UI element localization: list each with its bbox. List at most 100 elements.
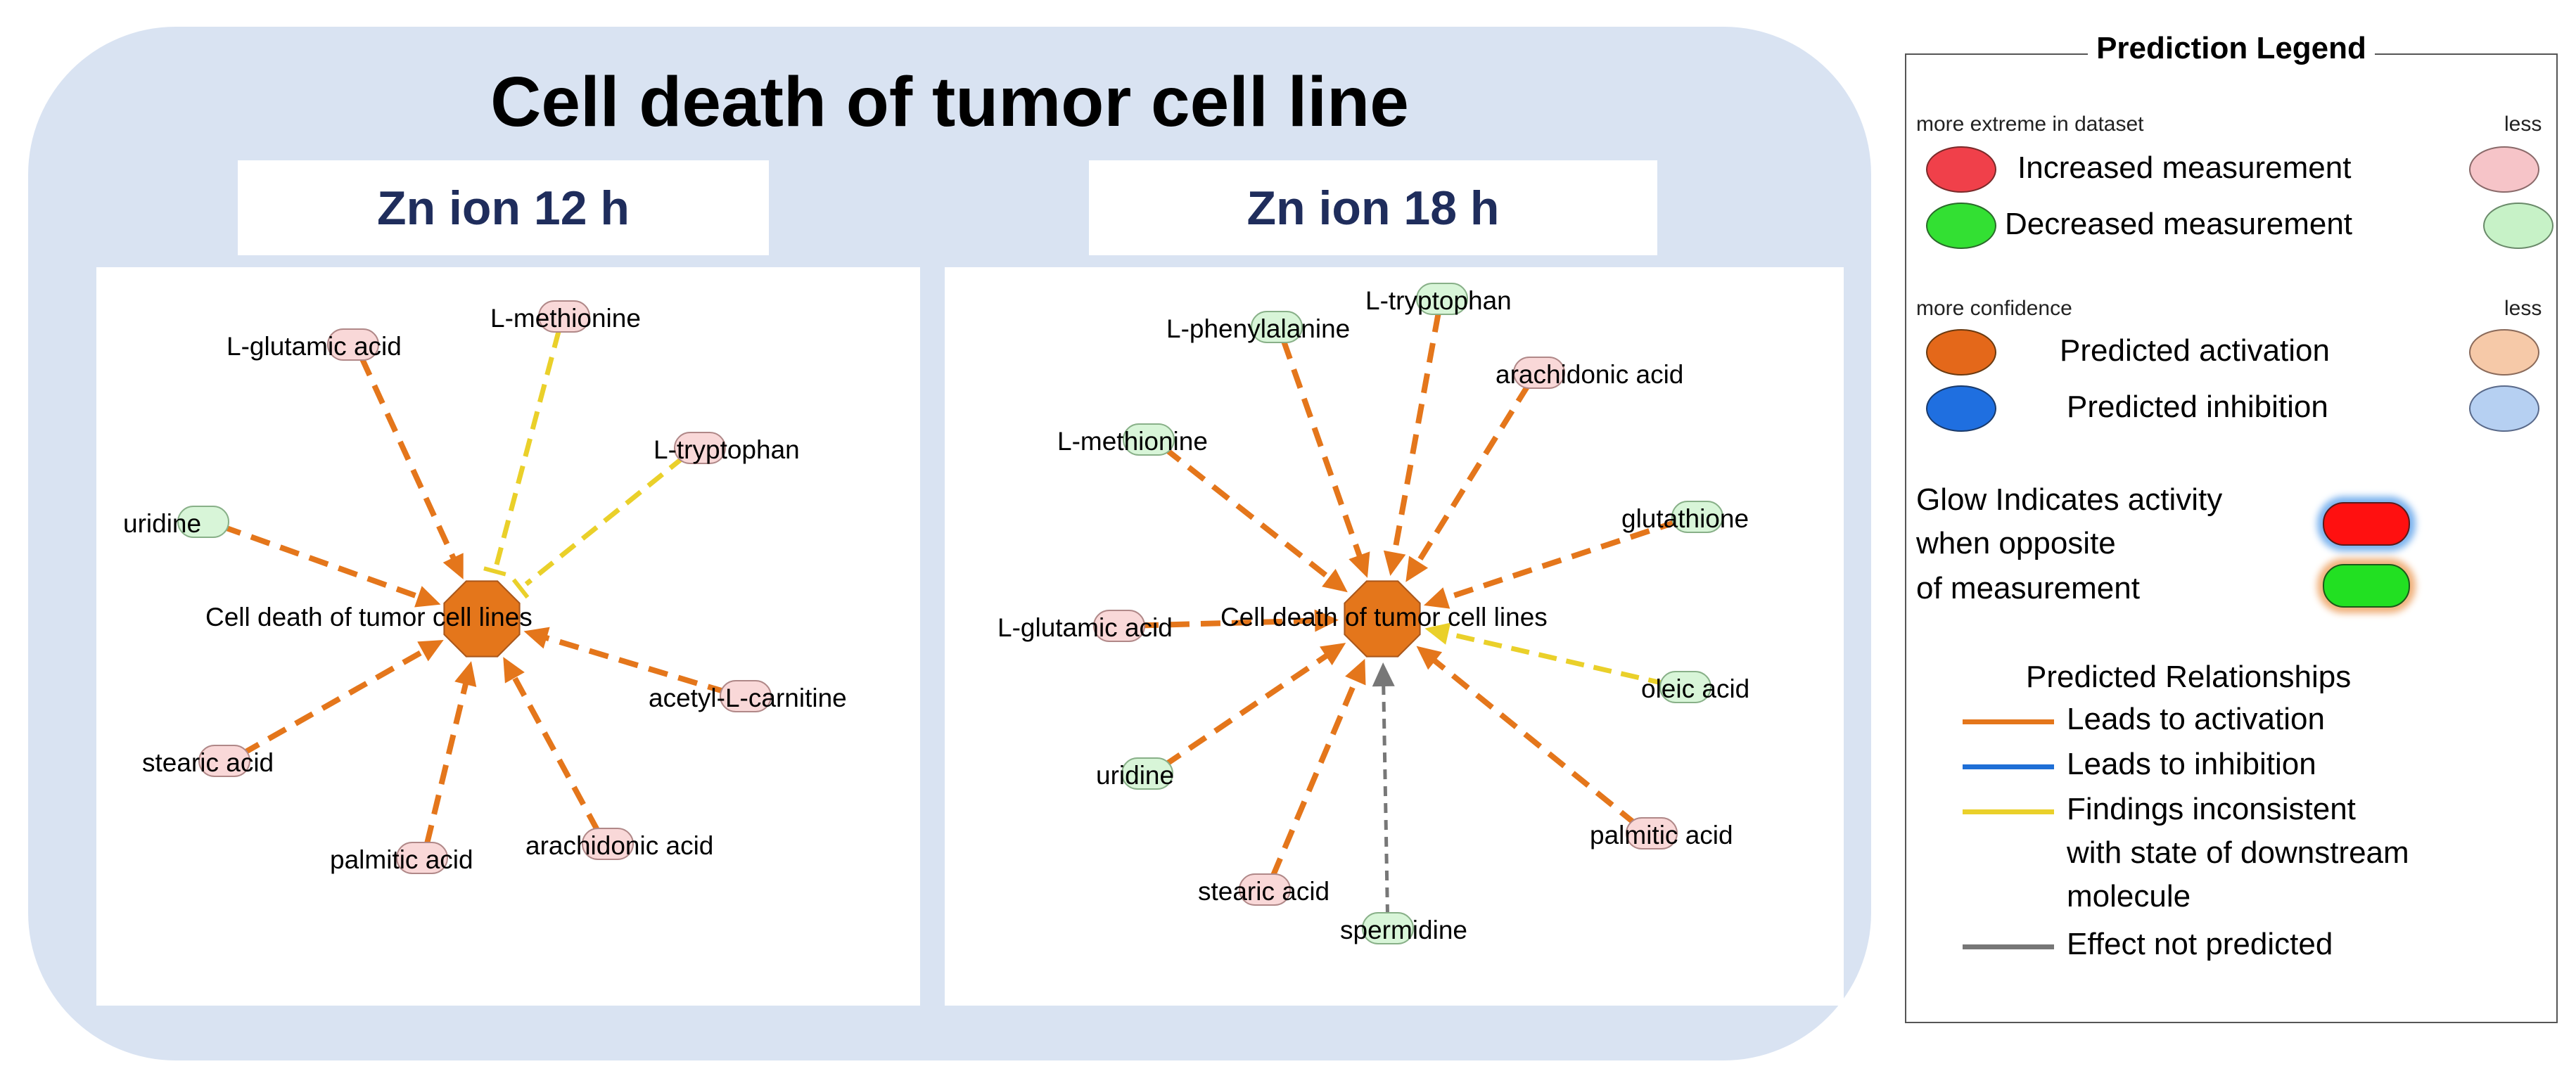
legend-title: Prediction Legend — [2088, 31, 2375, 66]
legend-rel-inconsistent-3: molecule — [2067, 879, 2191, 913]
node-label-3: L-tryptophan — [653, 435, 800, 464]
edge-8 — [1162, 647, 1337, 769]
node-oval-6 — [1093, 610, 1145, 642]
legend-more-extreme: more extreme in dataset — [1916, 113, 2144, 136]
node-label-3: arachidonic acid — [1496, 360, 1683, 389]
legend-relationships-title: Predicted Relationships — [2026, 660, 2352, 694]
center-node-octagon — [443, 580, 521, 658]
edge-10 — [1270, 669, 1363, 878]
node-oval-1 — [1251, 311, 1303, 343]
edge-11 — [1381, 674, 1389, 915]
node-oval-10 — [1239, 873, 1291, 906]
not-predicted-line-sample — [1963, 944, 2054, 949]
node-label-7: oleic acid — [1641, 674, 1749, 703]
prediction-legend: Prediction Legend more extreme in datase… — [1905, 31, 2558, 1023]
arrowhead-3 — [1405, 556, 1429, 582]
node-oval-3 — [1513, 357, 1565, 389]
legend-decreased: Decreased measurement — [2005, 207, 2353, 241]
node-label-1: L-glutamic acid — [227, 332, 402, 361]
legend-rel-inconsistent-2: with state of downstream — [2067, 835, 2409, 870]
node-oval-3 — [674, 432, 726, 464]
arrowhead-6 — [1314, 609, 1339, 632]
activation-strong-oval — [1926, 329, 1996, 376]
legend-less-2: less — [2504, 297, 2542, 320]
edge-4 — [221, 523, 430, 603]
figure-panel: Cell death of tumor cell line Zn ion 12 … — [28, 27, 1871, 1060]
node-label-8: uridine — [1096, 761, 1174, 790]
center-node-label: Cell death of tumor cell lines — [205, 603, 533, 631]
legend-glow-line1: Glow Indicates activity — [1916, 482, 2223, 517]
node-label-5: acetyl-L-carnitine — [649, 684, 847, 712]
figure-title: Cell death of tumor cell line — [490, 63, 1409, 141]
legend-inhibition: Predicted inhibition — [2067, 390, 2328, 424]
increased-strong-oval — [1926, 146, 1996, 193]
node-oval-5 — [1671, 501, 1723, 533]
node-label-8: arachidonic acid — [525, 831, 713, 860]
node-oval-6 — [198, 745, 250, 777]
node-oval-4 — [177, 506, 229, 538]
edges — [1138, 312, 1680, 915]
increased-weak-oval — [2469, 146, 2539, 193]
node-label-11: spermidine — [1340, 916, 1467, 944]
node-oval-7 — [396, 842, 448, 874]
arrowhead-4 — [1322, 568, 1348, 593]
edge-7 — [423, 672, 471, 845]
arrowhead-7 — [1424, 622, 1451, 645]
legend-glow-line3: of measurement — [1916, 571, 2140, 605]
node-label-7: palmitic acid — [330, 845, 473, 874]
node-oval-4 — [1123, 423, 1175, 456]
glow-orange-green-oval — [2323, 564, 2410, 608]
inhibition-weak-oval — [2469, 385, 2539, 432]
arrowhead-7 — [454, 661, 477, 688]
node-oval-11 — [1362, 912, 1414, 944]
node-oval-7 — [1659, 671, 1711, 703]
arrowhead-8 — [1320, 643, 1346, 666]
legend-increased: Increased measurement — [2017, 150, 2352, 185]
legend-activation: Predicted activation — [2060, 333, 2330, 368]
arrowhead-11 — [1372, 662, 1395, 687]
node-oval-9 — [1626, 817, 1678, 849]
decreased-strong-oval — [1926, 203, 1996, 249]
node-oval-8 — [1121, 757, 1173, 790]
node-oval-2 — [538, 300, 590, 333]
edge-1 — [359, 356, 461, 570]
legend-rel-inhibition: Leads to inhibition — [2067, 747, 2316, 781]
arrowhead-10 — [1345, 658, 1366, 686]
node-label-6: L-glutamic acid — [997, 613, 1173, 642]
legend-less-1: less — [2504, 113, 2542, 136]
center-node-octagon — [1344, 580, 1421, 658]
edge-2 — [1389, 312, 1441, 565]
edge-3 — [1410, 383, 1531, 573]
legend-rel-activation: Leads to activation — [2067, 702, 2325, 736]
arrowhead-2 — [1383, 550, 1406, 577]
node-oval-1 — [327, 328, 379, 361]
edge-5 — [535, 631, 728, 695]
node-label-2: L-methionine — [490, 304, 641, 333]
node-label-4: uridine — [123, 509, 201, 538]
edge-bar-3 — [511, 578, 530, 599]
panel-18h-subtitle: Zn ion 18 h — [1089, 160, 1657, 255]
legend-rel-not-predicted: Effect not predicted — [2067, 927, 2333, 961]
decreased-weak-oval — [2483, 203, 2553, 249]
arrowhead-6 — [417, 639, 444, 662]
arrowhead-8 — [503, 657, 525, 684]
arrowhead-5 — [1423, 587, 1450, 609]
edge-8 — [506, 666, 601, 833]
glow-blue-red-oval — [2323, 502, 2410, 546]
edge-6 — [1138, 617, 1327, 629]
node-label-6: stearic acid — [142, 748, 274, 777]
edge-7 — [1436, 629, 1667, 687]
edge-1 — [1280, 339, 1366, 568]
inhibition-strong-oval — [1926, 385, 1996, 432]
node-oval-2 — [1416, 283, 1468, 315]
arrowhead-5 — [523, 627, 550, 649]
arrowhead-9 — [1416, 646, 1443, 670]
arrowhead-4 — [414, 586, 441, 608]
legend-more-confidence: more confidence — [1916, 297, 2072, 320]
